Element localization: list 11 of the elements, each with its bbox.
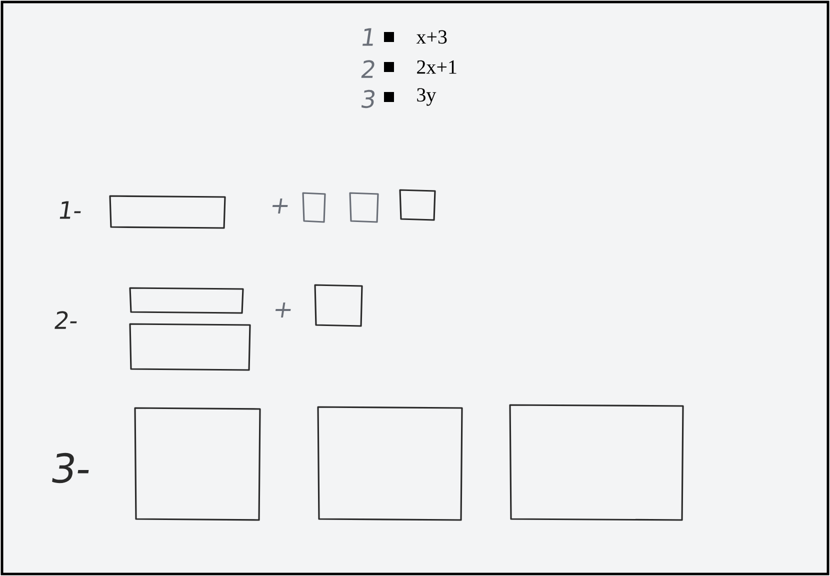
label: 1 [362,28,373,46]
label: + [272,198,288,214]
label: 2 [361,60,374,78]
label: 2- [54,311,77,329]
label: 3 [361,90,375,108]
label: x+3 [416,30,447,44]
label: 1- [60,201,81,219]
label: 3- [52,452,89,484]
label: + [275,302,291,318]
label: 2x+1 [417,60,456,74]
label: 3y [417,88,436,106]
